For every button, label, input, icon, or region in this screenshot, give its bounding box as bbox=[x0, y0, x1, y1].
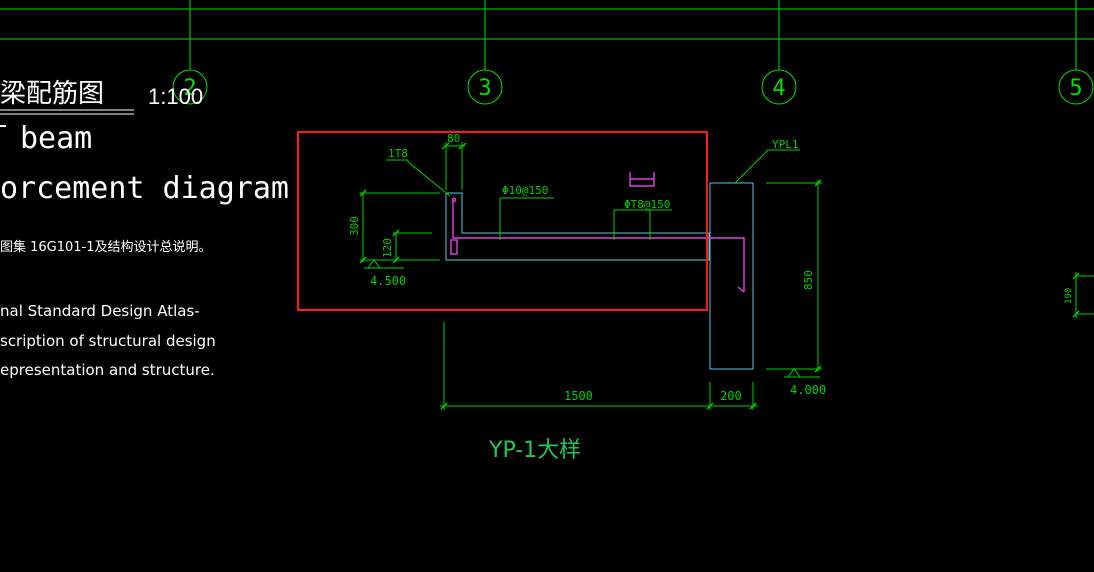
label-120: 120 bbox=[381, 238, 394, 258]
concrete-outline bbox=[445, 182, 754, 370]
leader-1t8 bbox=[386, 159, 451, 197]
label-1500: 1500 bbox=[564, 389, 593, 403]
axis-bubble-2 bbox=[172, 69, 208, 105]
title-scale: 1:100 bbox=[148, 84, 203, 109]
tick-80-right bbox=[458, 142, 467, 150]
label-1t8: 1T8 bbox=[388, 147, 408, 160]
label-850: 850 bbox=[802, 270, 815, 290]
tick-80-left bbox=[441, 142, 450, 150]
tick-120-top bbox=[392, 229, 400, 237]
tick-300-top bbox=[359, 189, 367, 197]
label-ypl1: YPL1 bbox=[772, 138, 799, 151]
note-chinese: 图集 16G101-1及结构设计总说明。 bbox=[0, 239, 212, 255]
axis-labels: 2 3 4 5 bbox=[183, 76, 1082, 101]
corner-bar-dot bbox=[451, 197, 457, 203]
axis-label-2: 2 bbox=[183, 76, 196, 101]
detail-caption: YP-1大样 bbox=[488, 438, 581, 463]
axis-label-5: 5 bbox=[1069, 76, 1082, 101]
axis-label-3: 3 bbox=[478, 76, 491, 101]
axis-label-4: 4 bbox=[772, 76, 785, 101]
label-200: 200 bbox=[720, 389, 742, 403]
rebar-lines bbox=[450, 172, 745, 293]
beam-ypl1-outline bbox=[709, 182, 754, 370]
canopy-slab-outline bbox=[445, 192, 710, 261]
axis-bubble-4 bbox=[761, 69, 797, 105]
note-english-2: scription of structural design bbox=[0, 332, 216, 350]
axis-grid bbox=[0, 0, 1094, 105]
note-english-1: nal Standard Design Atlas- bbox=[0, 302, 200, 320]
label-190: 190 bbox=[1064, 288, 1074, 304]
dimension-ticks bbox=[359, 142, 1080, 410]
label-80: 80 bbox=[447, 132, 460, 145]
title-english-line1: beam bbox=[20, 121, 92, 156]
label-elev-right: 4.000 bbox=[790, 383, 826, 397]
axis-bubble-3 bbox=[467, 69, 503, 105]
tick-bottom-left bbox=[440, 402, 448, 410]
title-block: 梁配筋图 1:100 beam orcement diagram 图集 16G1… bbox=[0, 79, 289, 379]
tick-120-bottom bbox=[392, 256, 400, 264]
highlight-selection-box[interactable] bbox=[297, 131, 708, 311]
tick-190-bottom bbox=[1072, 310, 1080, 318]
note-english-3: epresentation and structure. bbox=[0, 361, 215, 379]
label-rebar-dist: ΦT8@150 bbox=[624, 198, 670, 211]
distribution-bar-box bbox=[450, 239, 458, 255]
axis-bubble-5 bbox=[1058, 69, 1094, 105]
dimension-texts: 1T8 80 Φ10@150 ΦT8@150 YPL1 300 120 4.50… bbox=[348, 132, 1074, 403]
label-rebar-main: Φ10@150 bbox=[502, 184, 548, 197]
main-rebar bbox=[452, 200, 745, 292]
tick-190-top bbox=[1072, 272, 1080, 280]
tick-bottom-right bbox=[749, 402, 757, 410]
tick-bottom-mid bbox=[706, 402, 714, 410]
title-chinese: 梁配筋图 bbox=[0, 79, 104, 109]
leader-ypl1 bbox=[734, 149, 800, 184]
tick-300-bottom bbox=[359, 256, 367, 264]
label-300: 300 bbox=[348, 216, 361, 236]
dimensions bbox=[360, 142, 1094, 410]
main-rebar-hook bbox=[737, 286, 745, 293]
tick-850-bottom bbox=[814, 365, 822, 373]
title-english-line2: orcement diagram bbox=[0, 171, 289, 206]
tick-850-top bbox=[814, 179, 822, 187]
label-elev-left: 4.500 bbox=[370, 274, 406, 288]
